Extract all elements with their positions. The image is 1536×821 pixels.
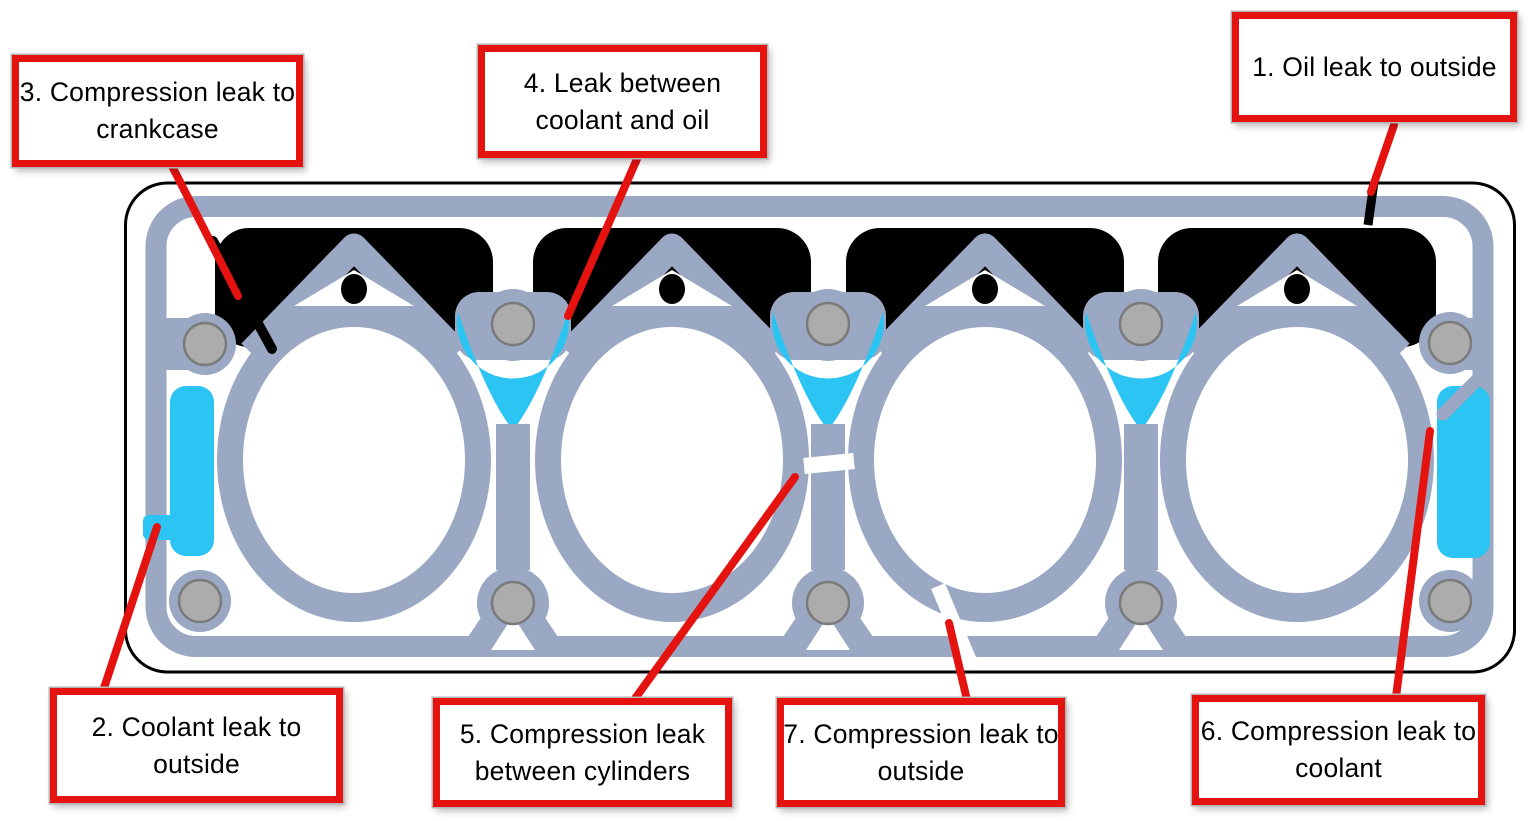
oil-drain-hole-2: [659, 274, 685, 304]
callout-1-text: 1. Oil leak to outside: [1252, 51, 1497, 82]
callout-7-compression-leak-to-outside: 7. Compression leak to outside: [777, 698, 1065, 807]
cylinder-bore-4: [1186, 327, 1408, 593]
bolt-holes: [177, 301, 1473, 626]
callout-5-text: 5. Compression leak: [459, 718, 706, 749]
bolt-hole-bottom-3: [1118, 580, 1164, 626]
callout-7-text: 7. Compression leak to: [783, 718, 1059, 749]
bolt-hole-top-left: [182, 321, 228, 367]
right-gallery-seal-hook: [1436, 373, 1484, 421]
leader-line-4: [564, 155, 641, 320]
bolt-hole-top-1: [490, 301, 536, 347]
cylinder-bore-1: [243, 327, 465, 593]
callout-2-text: 2. Coolant leak to: [91, 711, 302, 742]
cylinder-bore-2: [561, 327, 783, 593]
leak-7-break: [931, 583, 979, 670]
leader-line-3: [168, 162, 242, 300]
leader-line-7: [945, 619, 971, 704]
callout-3-compression-leak-to-crankcase: 3. Compression leak to crankcase: [12, 55, 303, 167]
coolant-gallery-right: [1437, 386, 1490, 558]
oil-drain-hole-4: [1284, 274, 1310, 304]
coolant-passages-between-cylinders: [457, 312, 1197, 430]
callout-1-oil-leak-to-outside: 1. Oil leak to outside: [1232, 12, 1517, 122]
coolant-passage-slot-3: [1085, 312, 1197, 430]
peak-windows: [294, 270, 1357, 306]
cylinder-bore-3: [874, 327, 1096, 593]
bolt-hole-top-3: [1118, 301, 1164, 347]
oil-drain-hole-1: [341, 274, 367, 304]
coolant-passage-slot-2: [772, 312, 885, 430]
callout-6-compression-leak-to-coolant: 6. Compression leak to coolant: [1192, 695, 1485, 805]
leader-line-2: [100, 523, 161, 692]
coolant-gallery-left: [170, 386, 214, 556]
callout-5-compression-leak-between-cylinders: 5. Compression leak between cylinders: [433, 698, 732, 807]
bolt-hole-bottom-left: [177, 578, 223, 624]
leader-line-6: [1392, 427, 1434, 701]
leader-line-5: [630, 473, 799, 704]
cylinder-webs: [496, 424, 1158, 570]
oil-drain-hole-3: [972, 274, 998, 304]
callout-6-text: 6. Compression leak to: [1200, 716, 1477, 746]
coolant-passage-slot-1: [457, 312, 569, 430]
gasket-plate-outline: [124, 181, 1516, 674]
leader-lines: [100, 121, 1434, 704]
leader-line-1: [1367, 121, 1398, 196]
bolt-hole-bottom-right: [1427, 578, 1473, 624]
bolt-hole-top-right: [1427, 320, 1473, 366]
callout-4-leak-between-coolant-and-oil: 4. Leak between coolant and oil: [478, 45, 767, 158]
bolt-hole-bottom-2: [805, 580, 851, 626]
callout-2-coolant-leak-to-outside: 2. Coolant leak to outside: [50, 688, 343, 803]
bolt-hole-top-2: [805, 301, 851, 347]
bolt-hole-bottom-1: [490, 580, 536, 626]
fire-ring-peaks: [241, 233, 1410, 363]
callout-3-text: 3. Compression leak to: [19, 77, 296, 107]
leak-5-break: [803, 453, 855, 474]
callout-4-text: 4. Leak between: [523, 67, 722, 98]
cylinders: [217, 298, 1434, 622]
